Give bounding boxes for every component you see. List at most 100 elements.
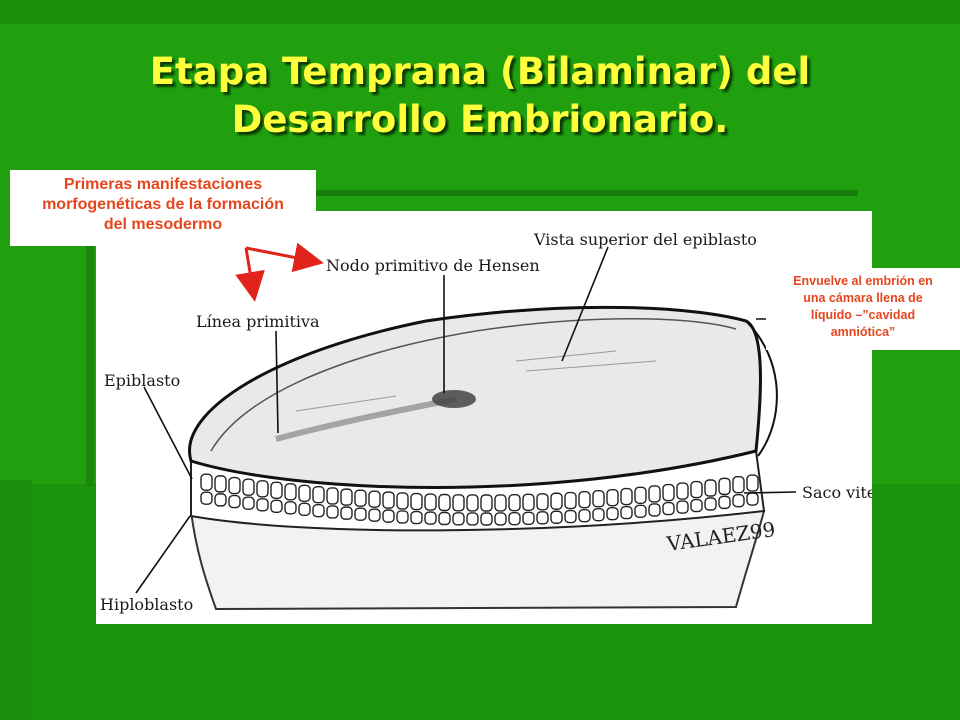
cell xyxy=(508,493,521,512)
cell xyxy=(746,474,759,492)
title-line-1: Etapa Temprana (Bilaminar) del xyxy=(149,50,811,93)
cell xyxy=(438,493,451,512)
cell xyxy=(312,503,325,518)
embryo-illustration: Vista superior del epiblasto Nodo primit… xyxy=(100,230,872,614)
cell xyxy=(620,487,633,506)
label-saco-vitelino: Saco vitelino xyxy=(802,483,872,502)
cell xyxy=(480,494,493,512)
cell xyxy=(508,511,521,526)
cell xyxy=(410,492,423,511)
cell xyxy=(242,478,255,496)
cell xyxy=(382,509,395,523)
cell xyxy=(466,494,479,512)
cell xyxy=(564,509,577,524)
cell xyxy=(522,493,535,512)
cell xyxy=(620,505,633,520)
label-vista-superior: Vista superior del epiblasto xyxy=(533,230,757,249)
primitive-streak xyxy=(275,396,457,442)
callout-right-line-4: amniótica” xyxy=(830,325,896,339)
cell xyxy=(662,501,675,516)
cell xyxy=(550,510,563,524)
cell xyxy=(550,492,563,510)
cell xyxy=(676,500,689,514)
cell xyxy=(256,480,269,498)
cell xyxy=(606,506,619,521)
slide-title: Etapa Temprana (Bilaminar) del Desarroll… xyxy=(40,48,920,144)
cell xyxy=(718,495,731,510)
cell xyxy=(228,476,241,495)
cell xyxy=(228,494,241,509)
cell xyxy=(326,487,339,505)
callout-right-line-3: líquido –”cavidad xyxy=(810,308,916,322)
cell xyxy=(480,512,493,526)
cell xyxy=(564,491,577,510)
embryo-diagram: Vista superior del epiblasto Nodo primit… xyxy=(96,211,872,624)
cell xyxy=(340,488,353,506)
cell xyxy=(648,503,661,517)
cell xyxy=(704,497,717,511)
cell xyxy=(214,493,227,507)
cell xyxy=(634,486,647,504)
cell xyxy=(242,496,255,510)
cell xyxy=(648,485,661,503)
label-hipoblasto: Hiploblasto xyxy=(100,595,193,614)
cell xyxy=(270,481,283,500)
cell xyxy=(284,501,297,515)
cell xyxy=(396,510,409,524)
cell xyxy=(452,494,465,512)
cell xyxy=(536,493,549,511)
cell xyxy=(536,511,549,525)
cell xyxy=(200,491,213,505)
cell xyxy=(522,511,535,526)
cell xyxy=(410,510,423,525)
cell xyxy=(438,511,451,526)
cell xyxy=(200,473,213,491)
cell xyxy=(368,508,381,522)
cell xyxy=(592,490,605,508)
cell xyxy=(690,498,703,513)
cell xyxy=(732,494,745,508)
label-epiblasto: Epiblasto xyxy=(104,371,180,390)
cell xyxy=(284,483,297,501)
cell xyxy=(424,511,437,525)
callout-mesodermo: Primeras manifestaciones morfogenéticas … xyxy=(10,170,316,246)
primitive-node xyxy=(432,390,476,408)
callout-left-line-1: Primeras manifestaciones xyxy=(63,176,263,193)
cell xyxy=(298,484,311,502)
cell xyxy=(382,491,395,509)
cell xyxy=(606,488,619,507)
cell xyxy=(368,490,381,508)
title-line-2: Desarrollo Embrionario. xyxy=(231,98,729,141)
cell xyxy=(494,512,507,526)
cell xyxy=(578,508,591,523)
cell xyxy=(662,483,675,502)
cell xyxy=(718,477,731,496)
cell xyxy=(634,504,647,518)
cell xyxy=(354,489,367,507)
cell xyxy=(494,494,507,512)
label-linea-primitiva: Línea primitiva xyxy=(196,312,320,331)
callout-left-line-2: morfogenéticas de la formación xyxy=(42,196,284,213)
callout-cavidad-amniotica: Envuelve al embrión en una cámara llena … xyxy=(766,268,960,350)
cell xyxy=(732,476,745,494)
cell xyxy=(578,490,591,509)
cell xyxy=(452,512,465,526)
cell xyxy=(704,479,717,497)
cell xyxy=(424,493,437,511)
cell xyxy=(466,512,479,526)
cell xyxy=(690,480,703,499)
label-nodo-hensen: Nodo primitivo de Hensen xyxy=(326,256,540,275)
cell xyxy=(340,506,353,520)
cell xyxy=(214,475,227,493)
cell xyxy=(298,502,311,516)
callout-left-line-3: del mesodermo xyxy=(103,216,223,233)
cell xyxy=(256,498,269,512)
cell xyxy=(270,499,283,514)
cell xyxy=(592,508,605,522)
cell-grid xyxy=(200,473,759,526)
cell xyxy=(312,485,325,504)
yolk-sac-membrane xyxy=(189,510,766,611)
callout-right-line-1: Envuelve al embrión en xyxy=(793,274,933,288)
cell xyxy=(326,505,339,519)
cell xyxy=(676,482,689,500)
